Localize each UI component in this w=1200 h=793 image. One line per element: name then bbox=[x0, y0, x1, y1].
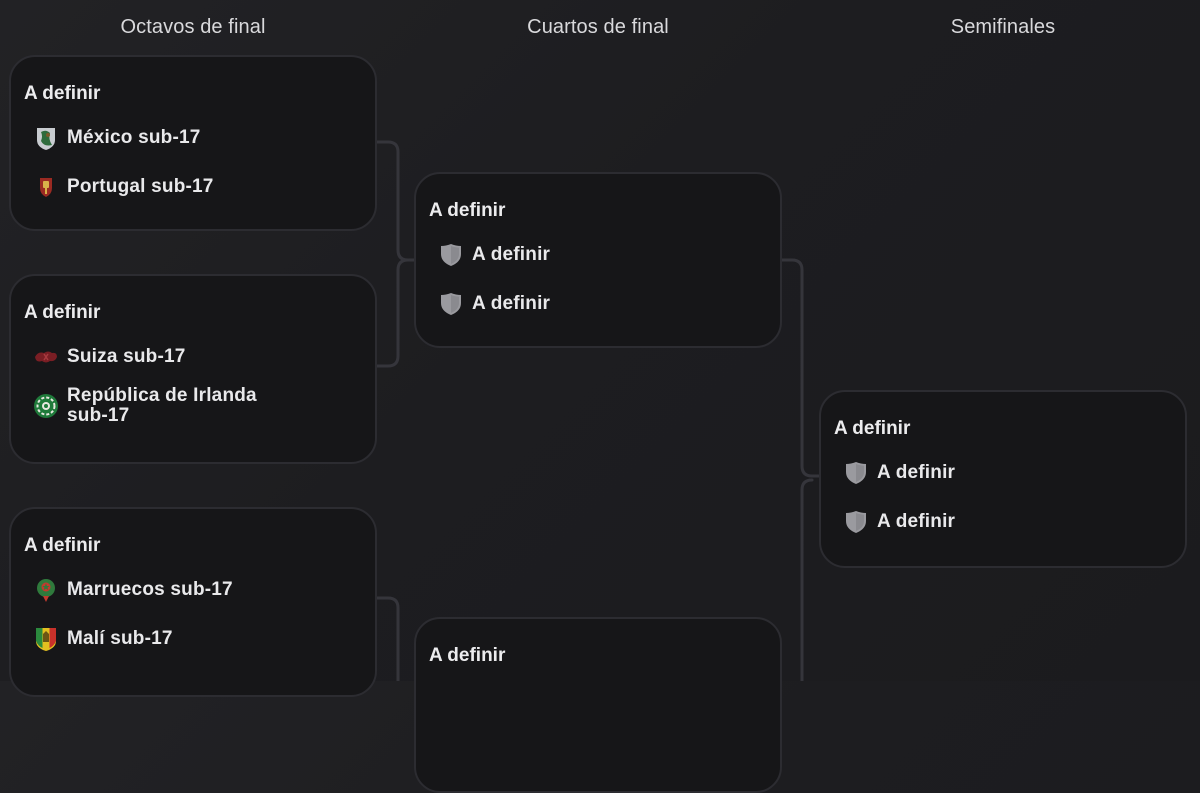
team-name: Marruecos sub-17 bbox=[67, 578, 233, 600]
team-row-tbd[interactable]: A definir bbox=[843, 452, 1171, 493]
connector-qf-2-to-sf-1 bbox=[800, 478, 814, 681]
team-name: A definir bbox=[472, 292, 551, 314]
team-row-irlanda[interactable]: República de Irlanda sub-17 bbox=[33, 385, 361, 426]
team-row-marruecos[interactable]: Marruecos sub-17 bbox=[33, 569, 361, 610]
match-status: A definir bbox=[24, 83, 101, 104]
mali-crest-icon bbox=[33, 626, 59, 652]
placeholder-shield-icon bbox=[843, 460, 869, 486]
match-status: A definir bbox=[429, 645, 506, 666]
connector-r16-1-to-qf-1 bbox=[374, 140, 418, 262]
match-card-r16-2[interactable]: A definir Suiza sub-17 República de Irla… bbox=[9, 274, 377, 464]
match-card-qf-2[interactable]: A definir bbox=[414, 617, 782, 793]
round-header-octavos: Octavos de final bbox=[120, 16, 266, 38]
placeholder-shield-icon bbox=[843, 509, 869, 535]
match-status: A definir bbox=[24, 302, 101, 323]
team-name: Malí sub-17 bbox=[67, 627, 173, 649]
team-row-mexico[interactable]: México sub-17 bbox=[33, 117, 361, 158]
mexico-crest-icon bbox=[33, 125, 59, 151]
team-name: República de Irlanda sub-17 bbox=[67, 384, 257, 426]
match-card-sf-1[interactable]: A definir A definir A definir bbox=[819, 390, 1187, 568]
team-name: México sub-17 bbox=[67, 126, 201, 148]
team-row-tbd[interactable]: A definir bbox=[438, 234, 766, 275]
match-card-r16-3[interactable]: A definir Marruecos sub-17 Malí sub-17 bbox=[9, 507, 377, 697]
portugal-crest-icon bbox=[33, 174, 59, 200]
ireland-crest-icon bbox=[33, 393, 59, 419]
match-card-qf-1[interactable]: A definir A definir A definir bbox=[414, 172, 782, 348]
bracket-connectors bbox=[374, 140, 822, 681]
team-row-suiza[interactable]: Suiza sub-17 bbox=[33, 336, 361, 377]
match-card-r16-1[interactable]: A definir México sub-17 Portugal sub-17 bbox=[9, 55, 377, 231]
round-header-semifinales: Semifinales bbox=[950, 16, 1056, 38]
team-row-mali[interactable]: Malí sub-17 bbox=[33, 618, 361, 659]
placeholder-shield-icon bbox=[438, 242, 464, 268]
match-status: A definir bbox=[24, 535, 101, 556]
morocco-crest-icon bbox=[33, 577, 59, 603]
match-status: A definir bbox=[834, 418, 911, 439]
team-row-tbd[interactable]: A definir bbox=[843, 501, 1171, 542]
connector-qf-1-to-sf-1 bbox=[778, 258, 822, 478]
connector-r16-3-to-qf-2 bbox=[374, 596, 400, 681]
team-row-portugal[interactable]: Portugal sub-17 bbox=[33, 166, 361, 207]
placeholder-shield-icon bbox=[438, 291, 464, 317]
team-name: Suiza sub-17 bbox=[67, 345, 186, 367]
round-header-cuartos: Cuartos de final bbox=[527, 16, 669, 38]
match-status: A definir bbox=[429, 200, 506, 221]
team-name: Portugal sub-17 bbox=[67, 175, 214, 197]
team-name: A definir bbox=[472, 243, 551, 265]
switzerland-crest-icon bbox=[33, 344, 59, 370]
connector-r16-2-to-qf-1 bbox=[374, 258, 410, 368]
team-name: A definir bbox=[877, 461, 956, 483]
team-name: A definir bbox=[877, 510, 956, 532]
team-row-tbd[interactable]: A definir bbox=[438, 283, 766, 324]
